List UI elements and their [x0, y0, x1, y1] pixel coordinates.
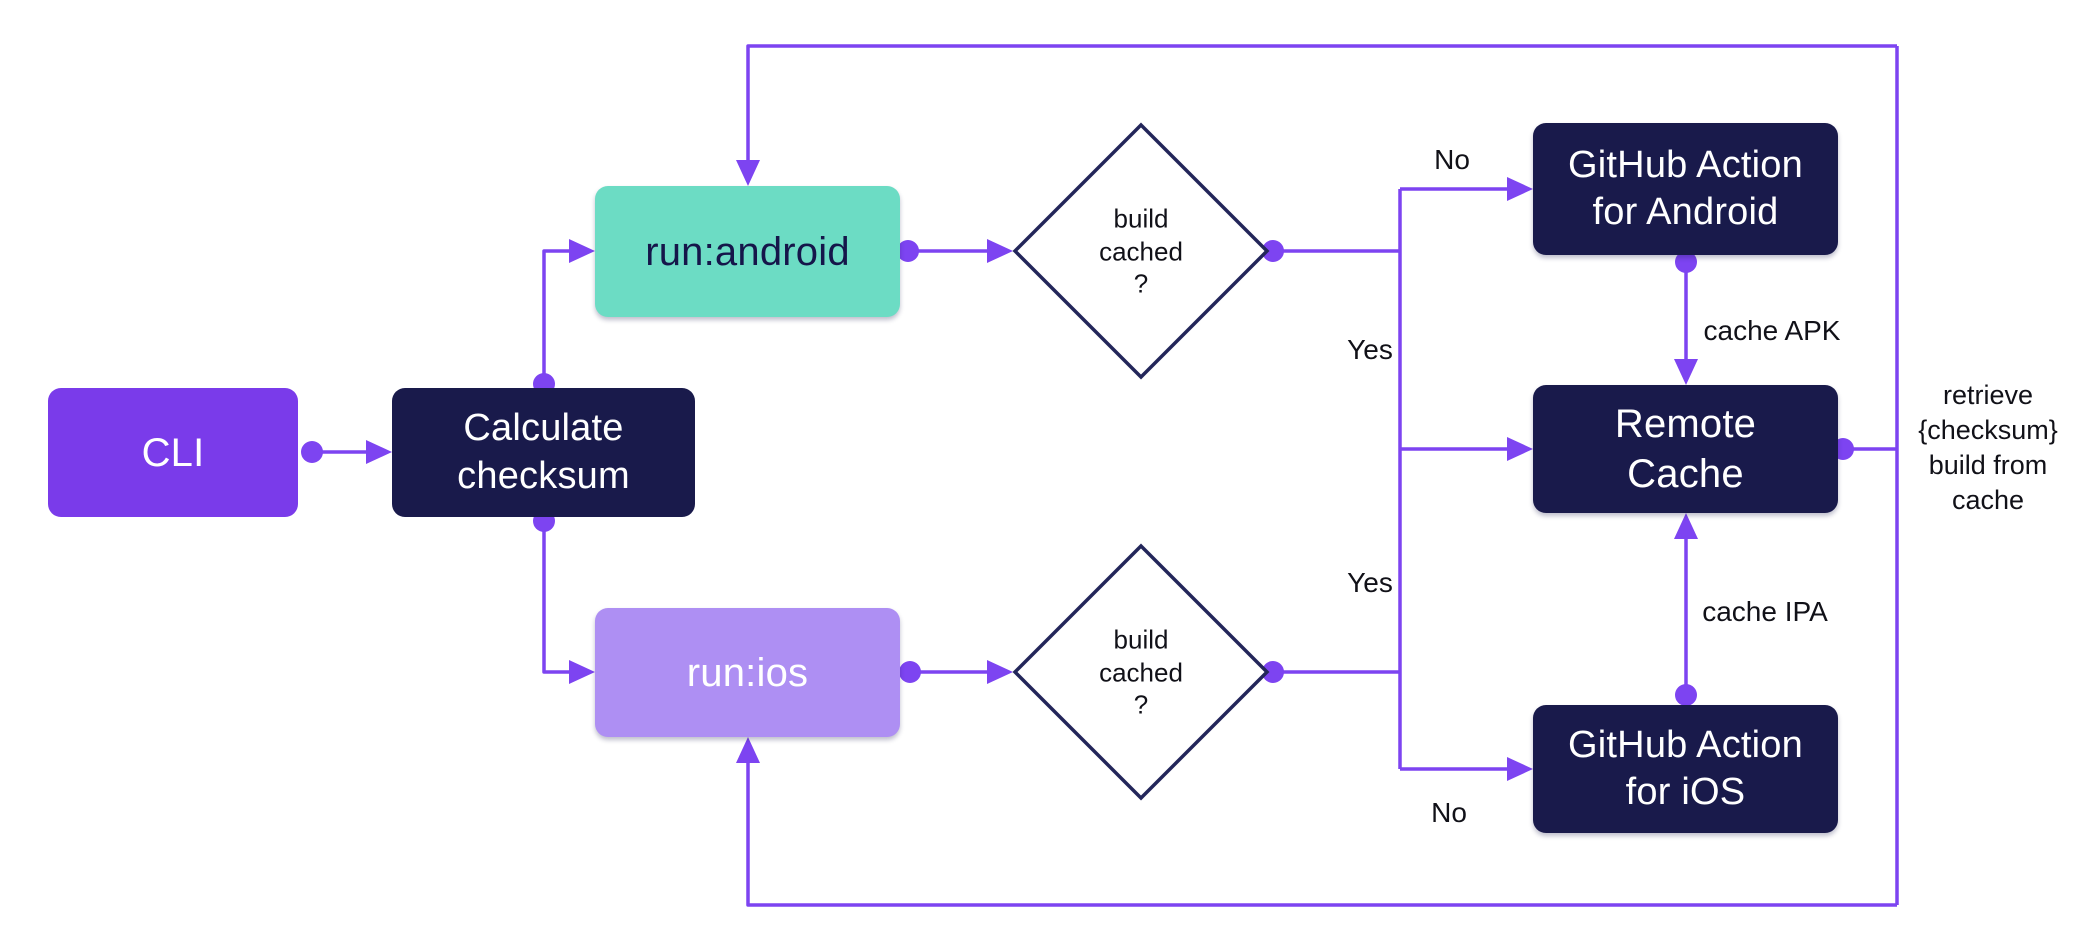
- decision-diamond-ios: [1012, 543, 1270, 801]
- node-cli: CLI: [48, 388, 298, 517]
- node-run-ios: run:ios: [595, 608, 900, 737]
- node-github-action-ios: GitHub Action for iOS: [1533, 705, 1838, 833]
- edge-label-cache-apk: cache APK: [1703, 314, 1841, 346]
- edge-label-no-android: No: [1434, 143, 1470, 175]
- edge-label-no-ios: No: [1431, 796, 1467, 828]
- decision-diamond-android: [1012, 122, 1270, 380]
- edge-label-yes-ios: Yes: [1347, 566, 1393, 598]
- decision-label-ios: build cached ?: [1099, 624, 1183, 720]
- edge-label-retrieve-from-cache: retrieve {checksum} build from cache: [1918, 379, 2058, 516]
- node-github-action-android: GitHub Action for Android: [1533, 123, 1838, 255]
- edge-label-yes-android: Yes: [1347, 333, 1393, 365]
- node-calculate-checksum: Calculate checksum: [392, 388, 695, 517]
- node-run-android: run:android: [595, 186, 900, 317]
- edge-label-cache-ipa: cache IPA: [1702, 595, 1828, 627]
- node-remote-cache: Remote Cache: [1533, 385, 1838, 513]
- decision-label-android: build cached ?: [1099, 203, 1183, 299]
